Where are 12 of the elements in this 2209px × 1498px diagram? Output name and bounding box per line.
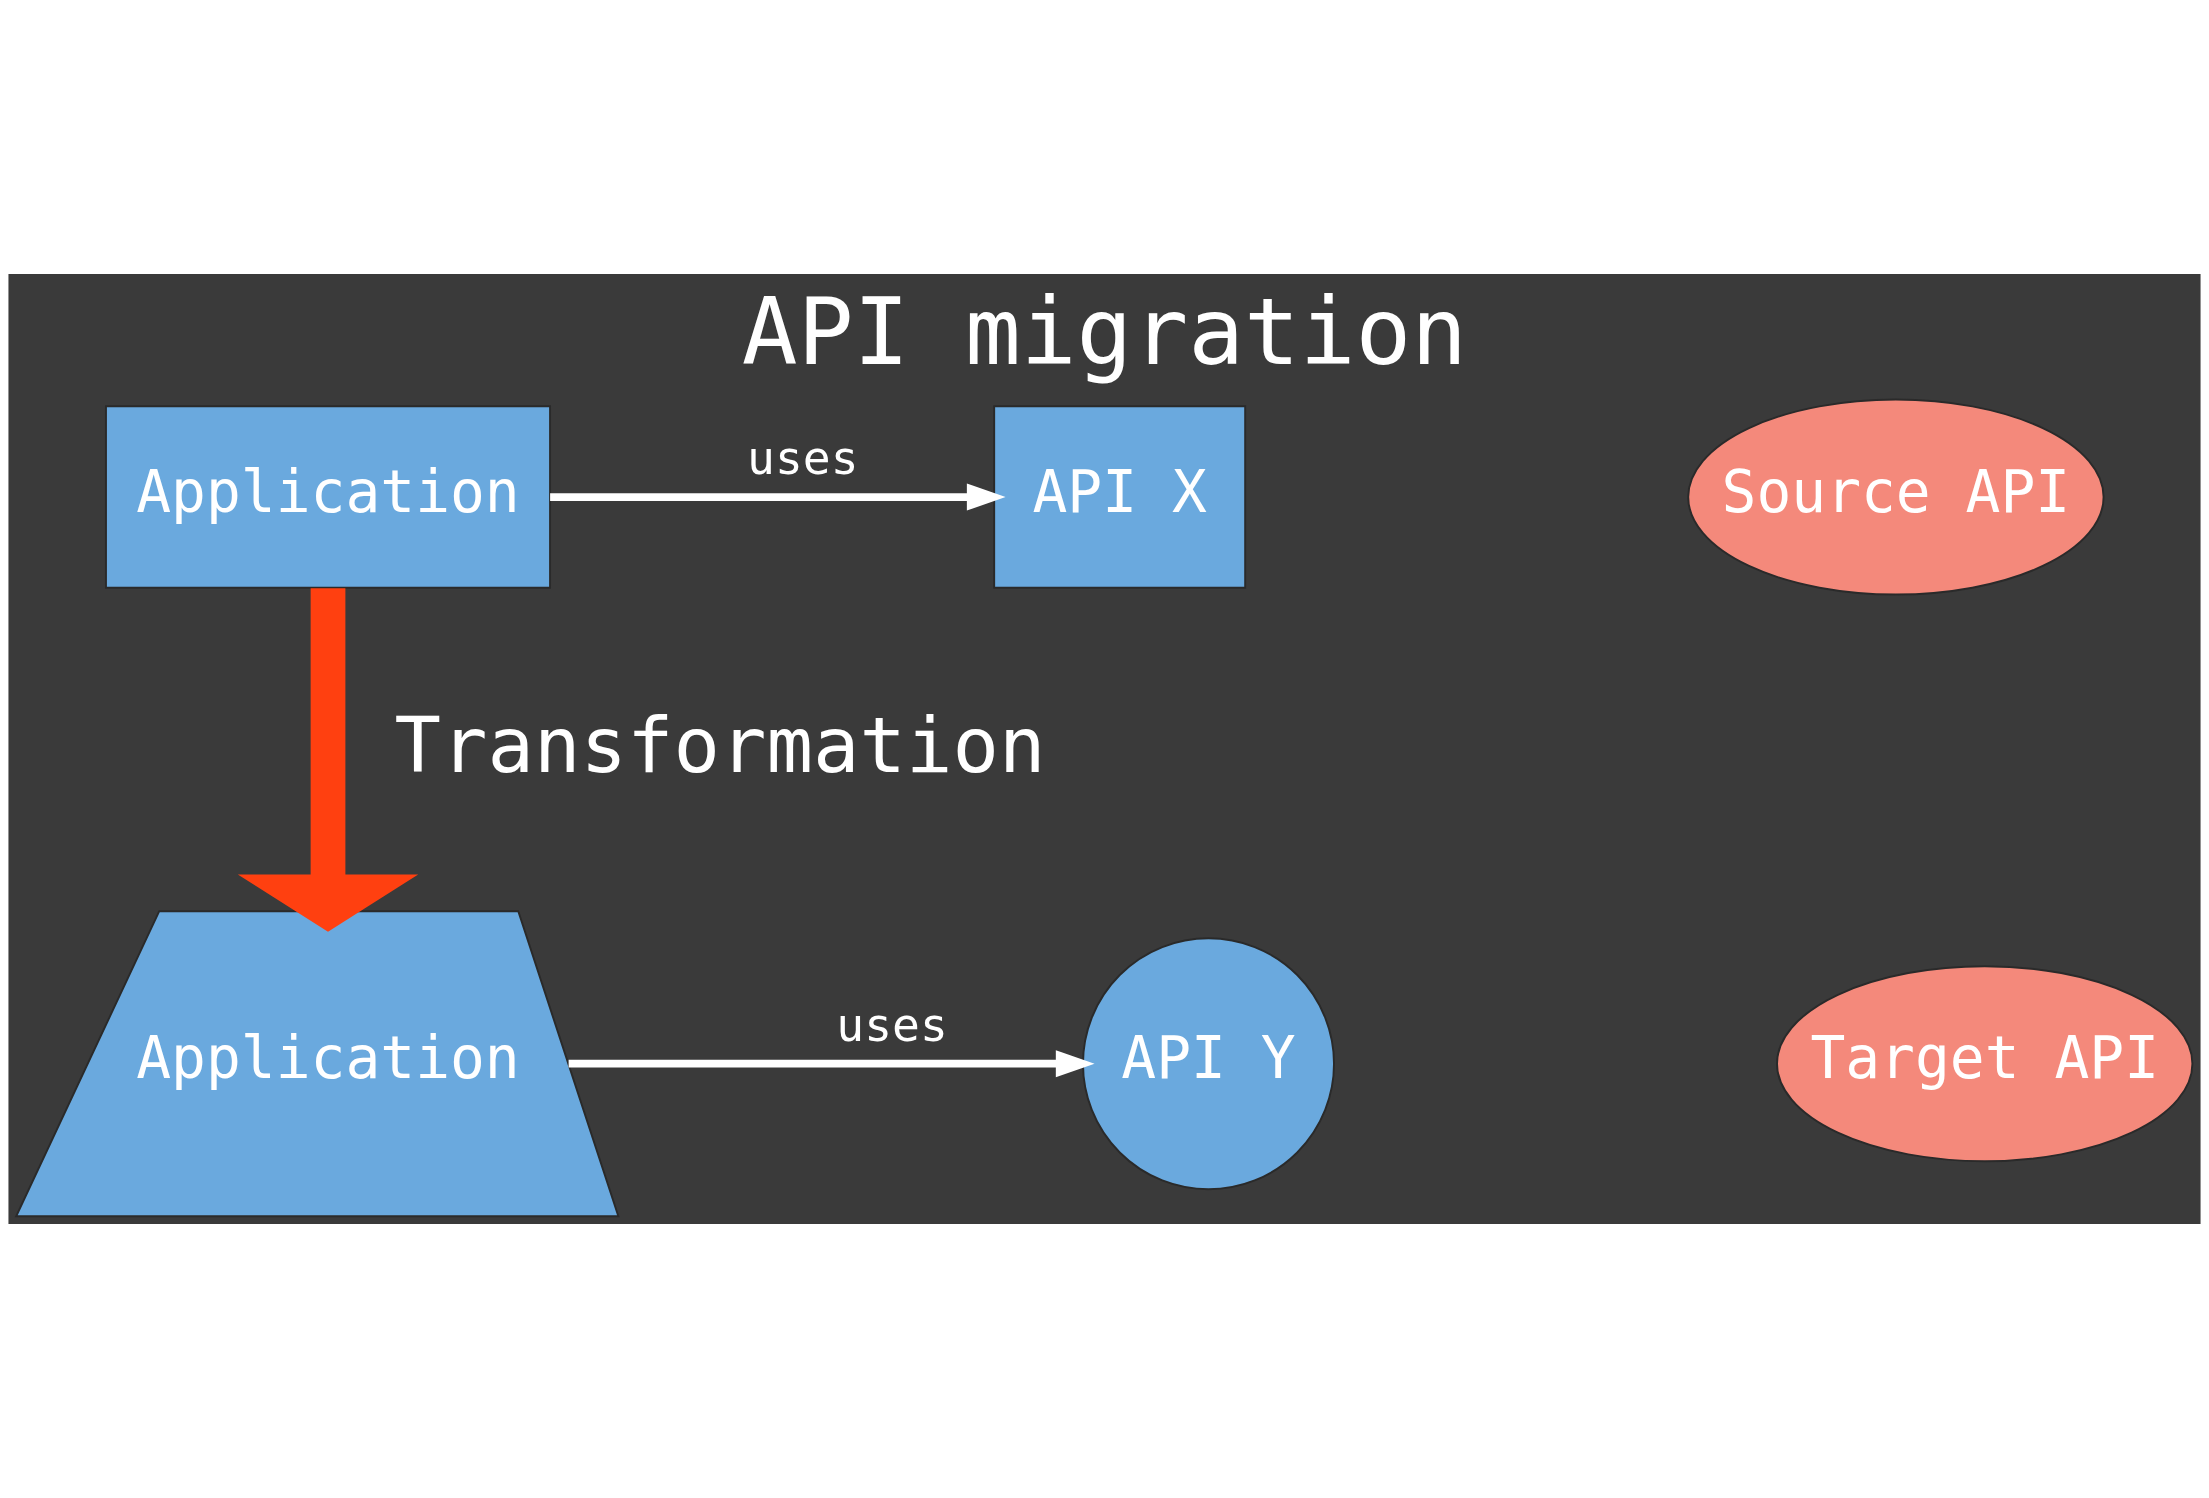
node-circle: API Y bbox=[1082, 937, 1335, 1191]
arrow bbox=[550, 483, 1006, 511]
node-box: API X bbox=[993, 405, 1247, 589]
arrow bbox=[237, 588, 419, 932]
arrow bbox=[568, 1050, 1095, 1078]
edge-label: uses bbox=[836, 997, 948, 1052]
node-ellipse: Source API bbox=[1687, 398, 2105, 596]
node-ellipse: Target API bbox=[1776, 965, 2194, 1163]
diagram-title: API migration bbox=[741, 277, 1468, 386]
edge-label: Transformation bbox=[394, 700, 1046, 791]
edge-label: uses bbox=[747, 431, 859, 486]
node-box: Application bbox=[105, 405, 552, 589]
